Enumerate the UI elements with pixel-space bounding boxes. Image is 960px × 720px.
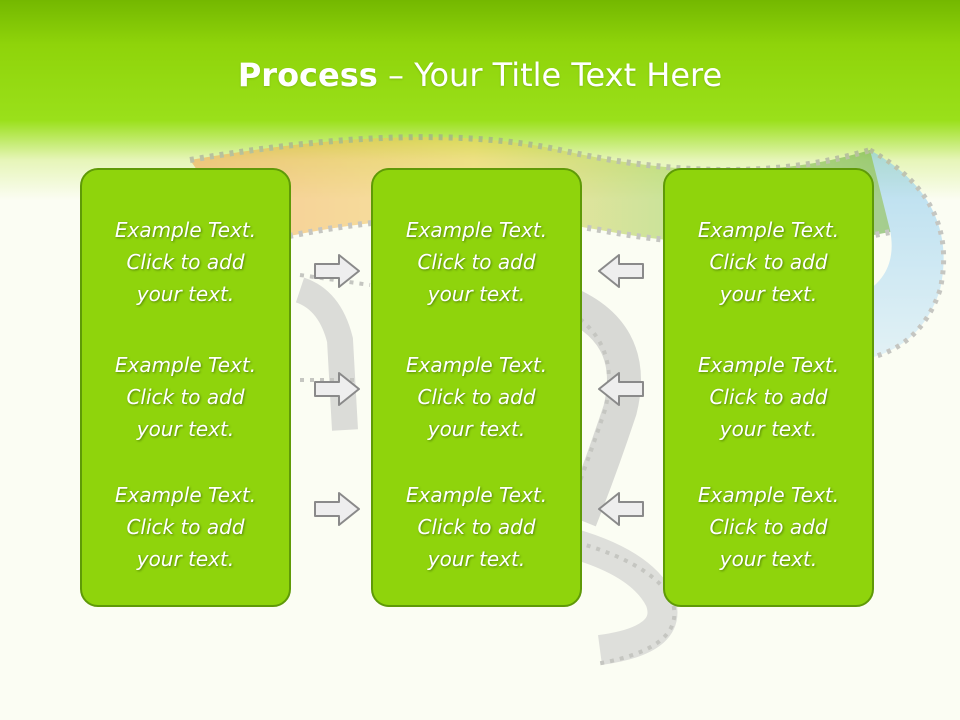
box-2-text-1[interactable]: Example Text. Click to add your text. <box>405 218 548 306</box>
process-box-3[interactable]: Example Text. Click to add your text. Ex… <box>663 168 874 607</box>
box-3-text-2[interactable]: Example Text. Click to add your text. <box>697 353 840 441</box>
box-2-text-3[interactable]: Example Text. Click to add your text. <box>405 483 548 571</box>
arrow-right-icon <box>314 492 360 526</box>
arrow-left-icon <box>598 492 644 526</box>
box-3-text-3[interactable]: Example Text. Click to add your text. <box>697 483 840 571</box>
box-2-text-2[interactable]: Example Text. Click to add your text. <box>405 353 548 441</box>
title-bold: Process <box>237 56 378 94</box>
page-title: Process – Your Title Text Here <box>0 52 960 98</box>
box-1-text-1[interactable]: Example Text. Click to add your text. <box>114 218 257 306</box>
process-box-1[interactable]: Example Text. Click to add your text. Ex… <box>80 168 291 607</box>
arrow-left-icon <box>598 254 644 288</box>
box-1-text-3[interactable]: Example Text. Click to add your text. <box>114 483 257 571</box>
arrow-right-icon <box>314 372 360 406</box>
title-rest: – Your Title Text Here <box>377 56 723 94</box>
arrow-right-icon <box>314 254 360 288</box>
process-box-2[interactable]: Example Text. Click to add your text. Ex… <box>371 168 582 607</box>
box-1-text-2[interactable]: Example Text. Click to add your text. <box>114 353 257 441</box>
box-3-text-1[interactable]: Example Text. Click to add your text. <box>697 218 840 306</box>
arrow-left-icon <box>598 372 644 406</box>
